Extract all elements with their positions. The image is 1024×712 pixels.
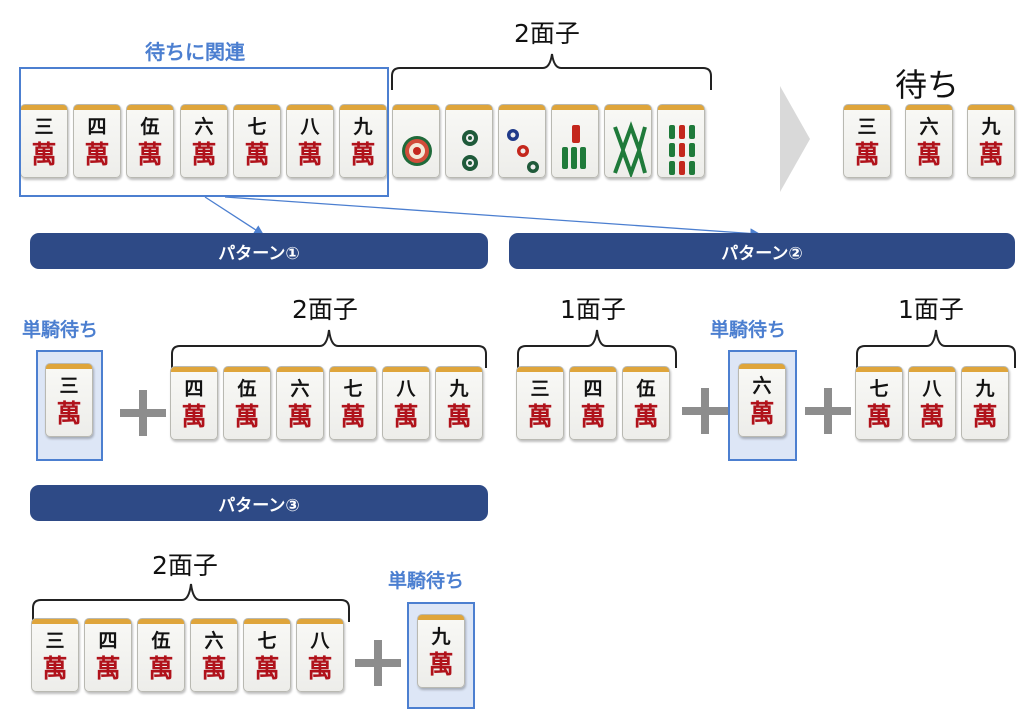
plus-icon [355, 640, 401, 686]
wait-tile-6m: 六萬 [905, 104, 953, 178]
brace-top [391, 53, 712, 90]
p1-tile-3m: 三萬 [45, 363, 93, 437]
connector-lines [204, 196, 761, 239]
tile-9m: 九萬 [339, 104, 387, 178]
tile-5m: 伍萬 [126, 104, 174, 178]
p2-tile-8m: 八萬 [908, 366, 956, 440]
p3-tile-8m: 八萬 [296, 618, 344, 692]
related-label: 待ちに関連 [145, 40, 245, 64]
tile-9s [657, 104, 705, 178]
brace-p2-right [856, 329, 1016, 368]
tile-8s [604, 104, 652, 178]
pattern-2-left-group-label: 1面子 [560, 295, 626, 324]
tile-2p [445, 104, 493, 178]
p2-tile-4m: 四萬 [569, 366, 617, 440]
pattern-2-tanki-label: 単騎待ち [710, 319, 787, 341]
p1-tile-4m: 四萬 [170, 366, 218, 440]
p3-tile-4m: 四萬 [84, 618, 132, 692]
p2-tile-5m: 伍萬 [622, 366, 670, 440]
p1-tile-7m: 七萬 [329, 366, 377, 440]
related-highlight-box [19, 67, 389, 197]
tile-8m: 八萬 [286, 104, 334, 178]
tile-6m: 六萬 [180, 104, 228, 178]
p3-tile-7m: 七萬 [243, 618, 291, 692]
tile-7m: 七萬 [233, 104, 281, 178]
pattern-1-tanki-label: 単騎待ち [22, 319, 99, 341]
plus-icon [682, 388, 728, 434]
pattern-1-banner: パターン① [30, 233, 488, 269]
p2-tile-3m: 三萬 [516, 366, 564, 440]
pattern-3-tanki-label: 単騎待ち [388, 570, 465, 592]
wait-tile-3m: 三萬 [843, 104, 891, 178]
p1-tile-5m: 伍萬 [223, 366, 271, 440]
p3-tile-3m: 三萬 [31, 618, 79, 692]
pattern-3-banner: パターン③ [30, 485, 488, 521]
two-mentsu-label: 2面子 [514, 19, 580, 48]
p3-tile-9m: 九萬 [417, 614, 465, 688]
pattern-1-group-label: 2面子 [292, 295, 358, 324]
p1-tile-9m: 九萬 [435, 366, 483, 440]
plus-icon [805, 388, 851, 434]
pattern-3-group-label: 2面子 [152, 551, 218, 580]
wait-tile-9m: 九萬 [967, 104, 1015, 178]
tile-1p [392, 104, 440, 178]
plus-icon [120, 390, 166, 436]
p1-tile-6m: 六萬 [276, 366, 324, 440]
pattern-2-banner: パターン② [509, 233, 1015, 269]
arrow-chevron-icon [780, 86, 810, 192]
p2-tile-7m: 七萬 [855, 366, 903, 440]
p1-tile-8m: 八萬 [382, 366, 430, 440]
p2-tile-6m: 六萬 [738, 363, 786, 437]
pattern-2-right-group-label: 1面子 [898, 295, 964, 324]
brace-p1 [171, 329, 487, 368]
tile-4m: 四萬 [73, 104, 121, 178]
p3-tile-6m: 六萬 [190, 618, 238, 692]
tile-4s [551, 104, 599, 178]
wait-label: 待ち [895, 66, 960, 104]
p3-tile-5m: 伍萬 [137, 618, 185, 692]
brace-p3 [32, 583, 350, 622]
tile-3m: 三萬 [20, 104, 68, 178]
p2-tile-9m: 九萬 [961, 366, 1009, 440]
brace-p2-left [517, 329, 677, 368]
tile-3p [498, 104, 546, 178]
